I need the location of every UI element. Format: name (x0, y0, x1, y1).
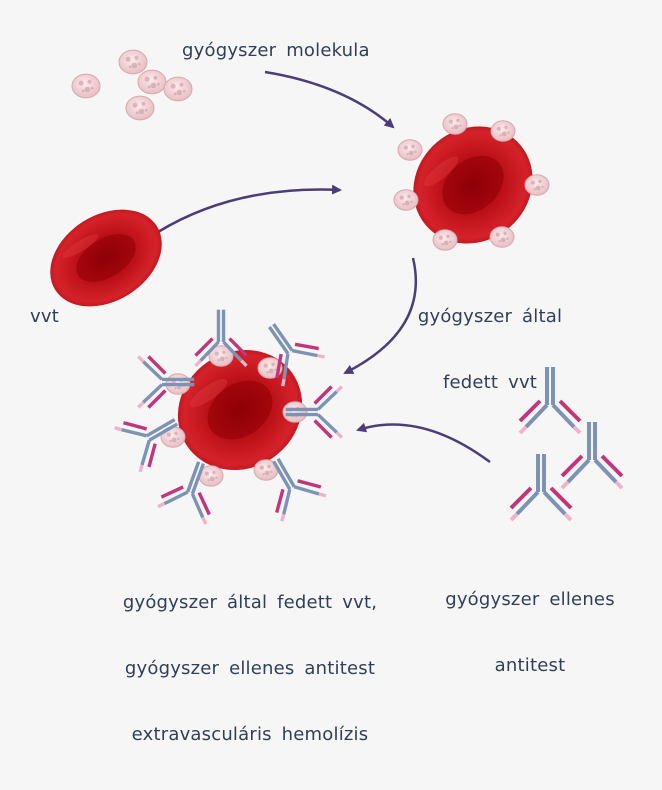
bound-antibody (136, 355, 195, 409)
red-blood-cell (50, 209, 162, 307)
label-result-line1: gyógyszer által fedett vvt, (122, 592, 378, 613)
bound-drug-molecule (198, 465, 224, 487)
bound-antibody (285, 385, 344, 439)
bound-drug-molecule (393, 189, 419, 211)
bound-antibody (267, 323, 325, 387)
arrow-coated-to-result (343, 257, 418, 375)
drug-molecule (118, 49, 148, 75)
bound-drug-molecule (489, 226, 515, 248)
diagram: gyógyszer molekula gyógyszer által fedet… (30, 40, 624, 745)
free-antibody (509, 454, 573, 522)
arrow-rbc-to-coated (157, 184, 342, 234)
label-antibody: gyógyszer ellenes antitest (440, 545, 620, 721)
bound-antibody (114, 418, 179, 473)
label-drug-molecule: gyógyszer molekula (182, 40, 370, 61)
label-result-line3: extravasculáris hemolízis (131, 724, 369, 745)
bound-antibody (194, 309, 248, 368)
label-result: gyógyszer által fedett vvt, gyógyszer el… (95, 548, 405, 790)
drug-molecule (163, 76, 193, 102)
arrow-antibody-to-result (356, 422, 491, 464)
bound-drug-molecule (253, 459, 279, 481)
diagram-artwork (50, 49, 624, 525)
free-antibody (560, 422, 624, 490)
rbc-cell (177, 349, 303, 471)
bound-drug-molecule (208, 345, 234, 367)
bound-drug-molecule (282, 401, 308, 423)
bound-drug-molecule (257, 357, 283, 379)
label-rbc: vvt (30, 306, 59, 327)
free-antibody (518, 367, 582, 435)
drug-coated-rbc (393, 113, 550, 251)
bound-antibody (157, 461, 211, 525)
drug-molecules (71, 49, 193, 121)
label-antibody-line2: antitest (494, 655, 566, 676)
bound-antibody (272, 457, 327, 522)
bound-drug-molecule (490, 120, 516, 142)
bound-drug-molecule (524, 174, 550, 196)
bound-drug-molecule (442, 113, 468, 135)
label-coated-rbc: gyógyszer által fedett vvt (410, 262, 570, 438)
anti-drug-antibodies (509, 367, 624, 522)
label-coated-rbc-line1: gyógyszer által (417, 306, 563, 327)
rbc-cell (50, 209, 162, 307)
label-result-line2: gyógyszer ellenes antitest (124, 658, 376, 679)
drug-molecule (137, 69, 167, 95)
bound-drug-molecule (397, 139, 423, 161)
label-coated-rbc-line2: fedett vvt (442, 372, 538, 393)
rbc-cell (413, 126, 533, 244)
antibody-bound-rbc (114, 309, 344, 525)
label-antibody-line1: gyógyszer ellenes (445, 589, 615, 610)
arrow-molecule-to-coated (264, 70, 395, 129)
drug-molecule (71, 73, 101, 99)
drug-molecule (125, 95, 155, 121)
bound-drug-molecule (432, 229, 458, 251)
